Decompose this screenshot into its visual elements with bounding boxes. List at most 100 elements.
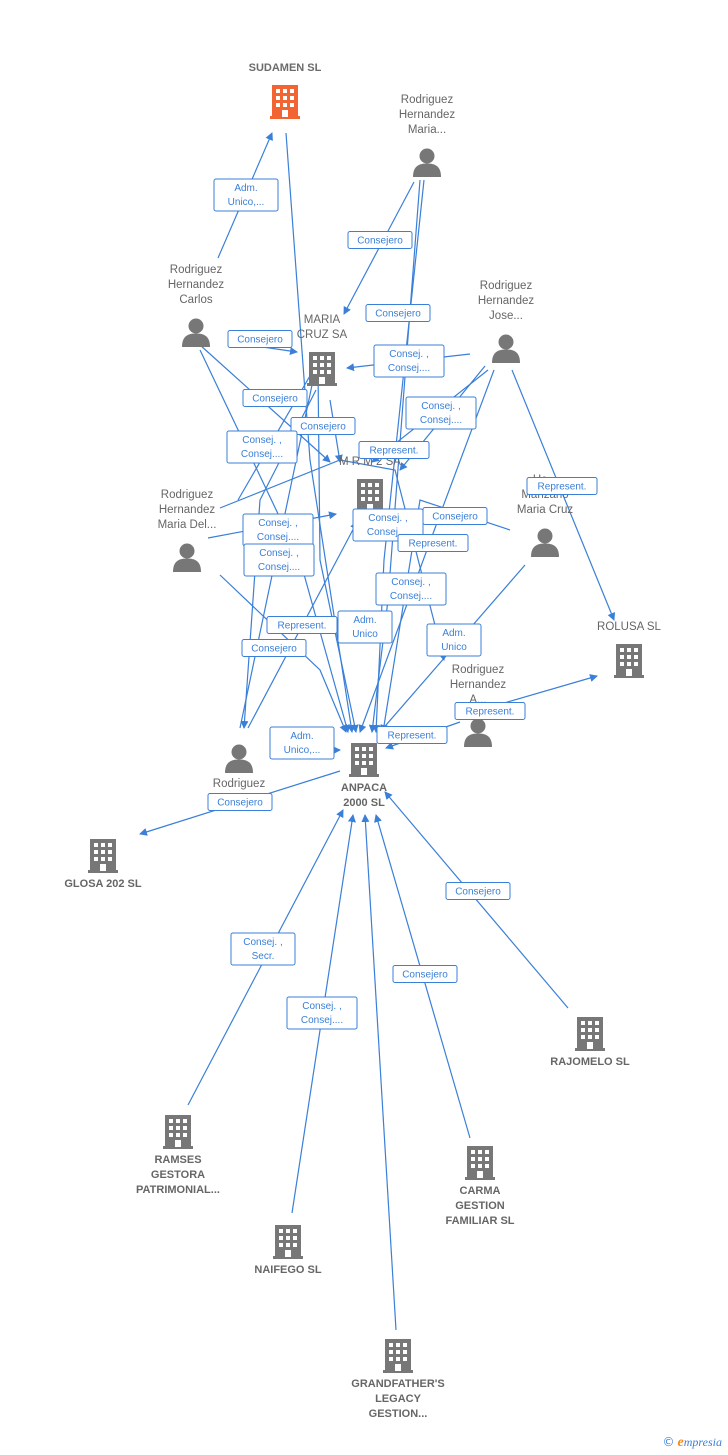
node-label: GESTION... — [369, 1408, 428, 1420]
node-label: Maria... — [408, 124, 446, 136]
edge-label-text: Adm. — [290, 731, 313, 742]
edge-label-box — [405, 396, 477, 430]
building-icon — [270, 85, 300, 119]
node-label: Maria Del... — [158, 519, 217, 531]
node-label: GESTION — [455, 1200, 505, 1212]
node-rajomelo[interactable]: RAJOMELO SL — [550, 1017, 630, 1068]
edge-label[interactable]: Consej. ,Secr. — [230, 932, 296, 966]
edge-label-text: Consej.... — [367, 527, 409, 538]
node-rolusa[interactable]: ROLUSA SL — [597, 621, 662, 678]
edge-label-text: Consej. , — [368, 513, 407, 524]
building-icon — [273, 1225, 303, 1259]
node-rhjose[interactable]: RodriguezHernandezJose... — [478, 280, 535, 363]
edge-label[interactable]: Represent. — [454, 702, 526, 720]
edge-label-text: Secr. — [252, 951, 275, 962]
edge-label[interactable]: Adm.Unico,... — [269, 726, 335, 760]
edge-label[interactable]: Consej. ,Consej.... — [242, 513, 314, 547]
node-sudamen[interactable]: SUDAMEN SL — [249, 62, 322, 119]
node-label: Hernandez — [478, 295, 535, 307]
building-icon — [163, 1115, 193, 1149]
edge-label[interactable]: Consej. , Consej.... — [352, 508, 424, 542]
person-icon — [225, 744, 253, 773]
building-icon — [383, 1339, 413, 1373]
edge-label[interactable]: Represent. — [397, 534, 469, 552]
edge-label-text: Consejero — [432, 512, 478, 523]
node-label: GLOSA 202 SL — [64, 878, 142, 890]
edge-label[interactable]: Represent. — [376, 726, 448, 744]
edge-label[interactable]: Represent. — [358, 441, 430, 459]
edge-label[interactable]: Consej. , Consej.... — [373, 344, 445, 378]
node-label: Rodriguez — [213, 778, 266, 790]
node-label: CARMA — [460, 1185, 501, 1197]
edge-label[interactable]: Adm.Unico — [426, 623, 482, 657]
node-label: Maria Cruz — [517, 504, 573, 516]
edge-label[interactable]: Consej. ,Consej.... — [226, 430, 298, 464]
node-label: CRUZ SA — [297, 329, 348, 341]
edge-label-box — [375, 572, 447, 606]
node-label: Hernandez — [450, 679, 507, 691]
edge-label-text: Consej. , — [389, 349, 428, 360]
edge-label[interactable]: Consejero — [227, 330, 293, 348]
edge-label-text: Consejero — [375, 309, 421, 320]
edge-label[interactable]: Consejero — [347, 231, 413, 249]
edge-label[interactable]: Consejero — [445, 882, 511, 900]
node-label: Rodriguez — [401, 94, 454, 106]
edge-label-box — [241, 639, 307, 657]
edge-label[interactable]: Consej. ,Consej.... — [243, 543, 315, 577]
edge-label-text: Adm. — [442, 628, 465, 639]
node-naifego[interactable]: NAIFEGO SL — [254, 1225, 322, 1276]
edge-label-box — [227, 330, 293, 348]
edge-label-box — [243, 543, 315, 577]
edge-label-text: Consej.... — [388, 363, 430, 374]
node-grandfather[interactable]: GRANDFATHER'SLEGACYGESTION... — [351, 1339, 445, 1420]
edge-labels-layer: Adm.Unico,...ConsejeroConsejeroConsejero… — [207, 178, 598, 1030]
edge-label[interactable]: Adm.Unico,... — [213, 178, 279, 212]
node-anpaca[interactable]: ANPACA 2000 SL — [341, 743, 387, 809]
edge-label[interactable]: Consej. ,Consej.... — [286, 996, 358, 1030]
edge-label[interactable]: Consejero — [241, 639, 307, 657]
edge-label[interactable]: Consejero — [365, 304, 431, 322]
node-label: GESTORA — [151, 1169, 205, 1181]
edge-label-box — [230, 932, 296, 966]
edge-label-text: Consejero — [402, 970, 448, 981]
edge-label[interactable]: Consejero — [242, 389, 308, 407]
node-label: PATRIMONIAL... — [136, 1184, 220, 1196]
edge-label-box — [269, 726, 335, 760]
node-label: ANPACA — [341, 782, 387, 794]
edge-label[interactable]: Represent. — [266, 616, 338, 634]
building-icon — [575, 1017, 605, 1051]
node-glosa[interactable]: GLOSA 202 SL — [64, 839, 142, 890]
building-icon — [614, 644, 644, 678]
edge-label[interactable]: Consej. ,Consej.... — [375, 572, 447, 606]
edge-label[interactable]: Adm.Unico — [337, 610, 393, 644]
node-label: SUDAMEN SL — [249, 62, 322, 74]
edge-label[interactable]: Consejero — [392, 965, 458, 983]
edge-label-box — [526, 477, 598, 495]
node-label: Carlos — [179, 294, 212, 306]
edge-label-text: Consejero — [252, 394, 298, 405]
node-ramses[interactable]: RAMSES GESTORA PATRIMONIAL... — [136, 1115, 220, 1196]
edge-label[interactable]: Consejero — [290, 417, 356, 435]
node-label: Rodriguez — [452, 664, 505, 676]
edge-label-text: Adm. — [234, 183, 257, 194]
node-label: 2000 SL — [343, 797, 385, 809]
brand-initial: e — [677, 1435, 684, 1450]
edge-label[interactable]: Consejero — [207, 793, 273, 811]
edge-line — [219, 574, 347, 733]
edge-label-text: Consej.... — [241, 449, 283, 460]
node-rhmaria[interactable]: RodriguezHernandezMaria... — [399, 94, 456, 177]
edge-label-text: Adm. — [353, 615, 376, 626]
edge-label[interactable]: Consej. ,Consej.... — [405, 396, 477, 430]
edge-label-text: Represent. — [409, 539, 458, 550]
edge-label[interactable]: Represent. — [526, 477, 598, 495]
node-label: RAMSES — [154, 1154, 201, 1166]
edge-label[interactable]: Consejero — [422, 507, 488, 525]
edge-label-text: Consej. , — [259, 548, 298, 559]
building-icon — [88, 839, 118, 873]
node-label: LEGACY — [375, 1393, 422, 1405]
